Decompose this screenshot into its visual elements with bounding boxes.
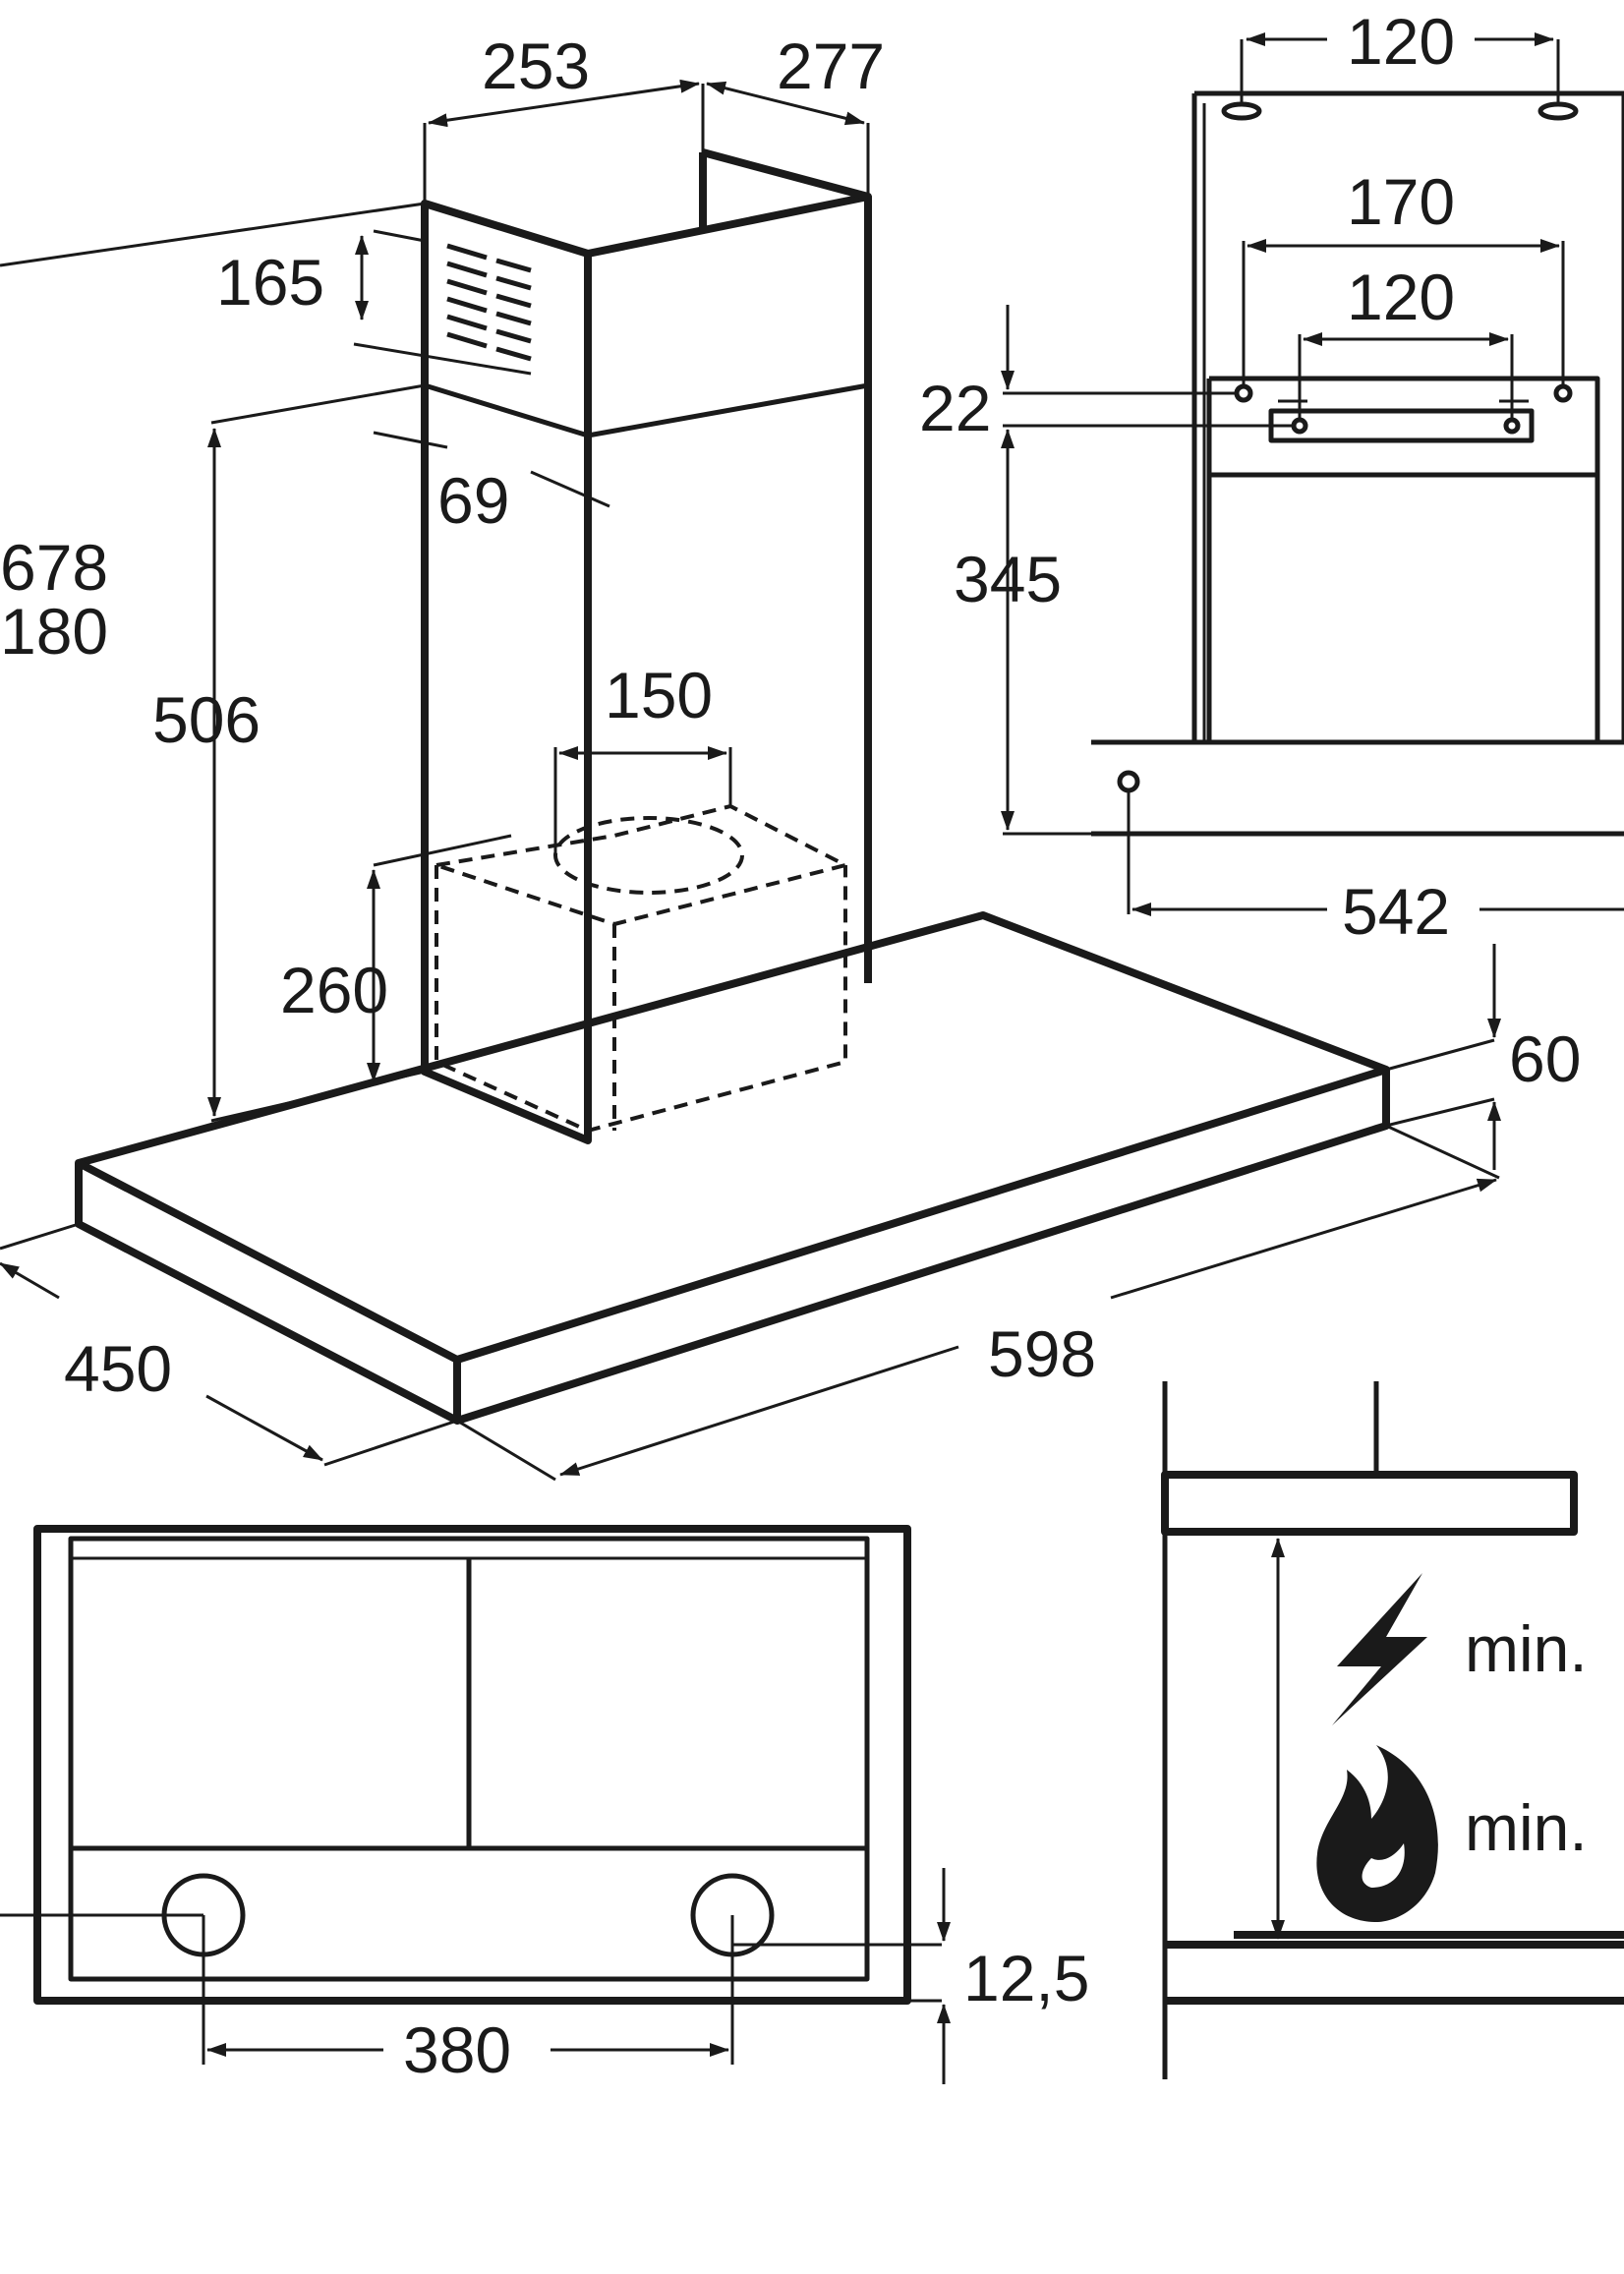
dim-bracket-height: 345 — [954, 543, 1062, 615]
lightning-bolt-icon — [1332, 1573, 1427, 1725]
chimney-front — [421, 200, 592, 1144]
canopy-body — [75, 911, 1390, 1425]
gas-flame-icon — [1316, 1745, 1438, 1922]
dim-bracket-outer: 120 — [1347, 5, 1455, 78]
dim-mount-width: 542 — [1342, 875, 1450, 948]
dim-light-offset: 12,5 — [963, 1942, 1089, 2014]
chimney-side — [587, 193, 872, 983]
dim-light-spacing: 380 — [403, 2013, 511, 2086]
min-electric-label: min. — [1465, 1612, 1588, 1685]
underside-view: 380 12,5 — [0, 1525, 1089, 2086]
dim-bracket-holes-outer: 170 — [1347, 165, 1455, 238]
bracket-view: 120 170 120 22 345 542 — [919, 5, 1624, 948]
dim-chimney-inset: 69 — [437, 464, 509, 537]
chimney-joint — [424, 382, 869, 438]
min-gas-label: min. — [1465, 1791, 1588, 1864]
dim-hood-thickness: 60 — [1509, 1022, 1581, 1095]
hob-clearance-view: min. min. — [1161, 1381, 1624, 2079]
dim-hood-width: 598 — [988, 1317, 1096, 1390]
dim-bracket-offset: 22 — [919, 372, 991, 444]
dim-vent-slot-height: 165 — [216, 246, 324, 319]
dim-height-min: 180 — [0, 595, 108, 668]
dim-height-max: 678 — [0, 531, 108, 604]
dim-hood-depth: 450 — [64, 1332, 172, 1405]
dim-chimney-lower-height: 506 — [152, 683, 261, 756]
dim-duct-diameter: 150 — [605, 659, 713, 731]
hood-isometric-view: 253 277 165 69 678 180 506 150 260 450 5… — [0, 29, 1581, 1482]
dim-bracket-holes-inner: 120 — [1347, 261, 1455, 333]
chimney-back-top — [699, 148, 870, 228]
dim-motor-height: 260 — [280, 954, 388, 1026]
dim-chimney-width: 253 — [482, 29, 590, 102]
dim-chimney-depth: 277 — [777, 29, 885, 102]
vent-slots — [446, 243, 532, 362]
